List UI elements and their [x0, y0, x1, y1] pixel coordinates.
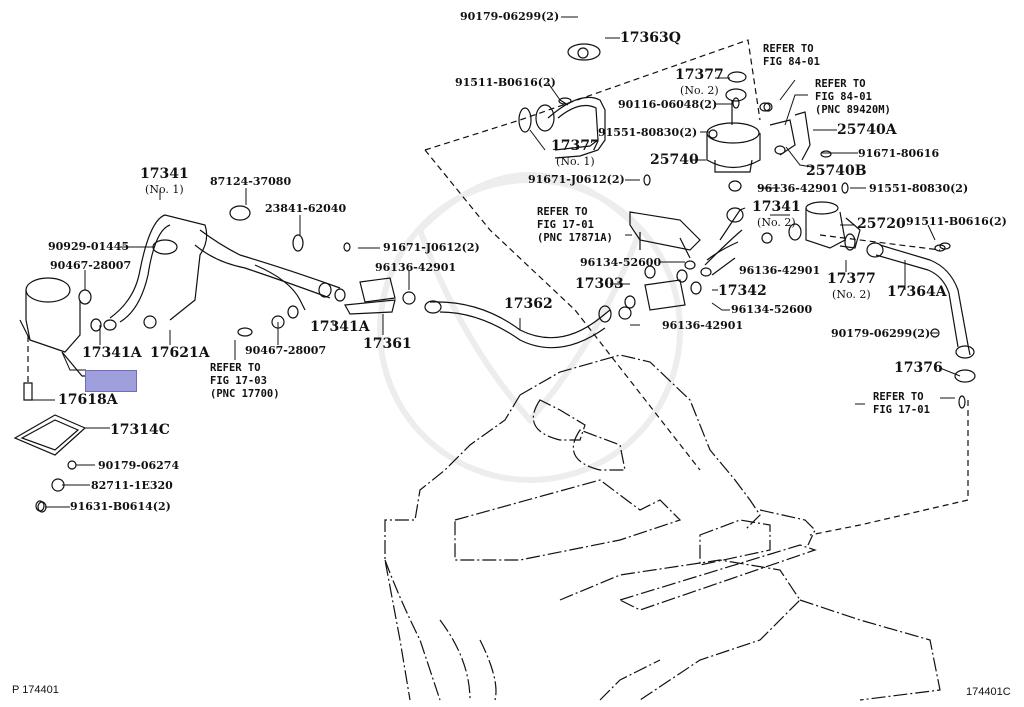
fitting-17303: [618, 265, 702, 320]
reference-line: REFER TO: [873, 391, 924, 403]
callout-82711-1e320[interactable]: 82711-1E320: [91, 479, 173, 492]
callout-17303[interactable]: 17303: [575, 276, 624, 292]
callout-90929-01445[interactable]: 90929-01445: [48, 240, 130, 253]
pipe-17363q: [518, 43, 606, 159]
callout-91631-b0614[interactable]: 91631-B0614(2): [70, 500, 171, 513]
callout-96134-52600-b[interactable]: 96134-52600: [731, 303, 813, 316]
reference-line: REFER TO: [537, 206, 588, 218]
part-qualifier: (No. 2): [680, 84, 719, 97]
callout-90467-28007-a[interactable]: 90467-28007: [50, 259, 132, 272]
callout-17341-no1[interactable]: 17341(No. 1): [140, 167, 189, 197]
callout-17621a[interactable]: 17621A: [150, 345, 210, 361]
callout-90179-06299[interactable]: 90179-06299(2): [460, 10, 560, 23]
reference-fig-84-01-a[interactable]: REFER TO FIG 84-01: [763, 43, 820, 69]
callout-17314c[interactable]: 17314C: [110, 422, 170, 438]
callout-17376[interactable]: 17376: [894, 360, 943, 376]
pipe-17364a: [866, 242, 976, 383]
callout-90179-06274[interactable]: 90179-06274: [98, 459, 180, 472]
callout-91671-j0612-b[interactable]: 91671-J0612(2): [383, 241, 480, 254]
callout-23841-62040[interactable]: 23841-62040: [265, 202, 347, 215]
callout-91511-b0616[interactable]: 91511-B0616(2): [455, 76, 556, 89]
callout-91551-80830-a[interactable]: 91551-80830(2): [598, 126, 698, 139]
reference-line: REFER TO: [815, 78, 866, 90]
part-qualifier: (No. 2): [757, 216, 796, 229]
callout-25740[interactable]: 25740: [650, 152, 699, 168]
page-reference: P 174401: [12, 684, 59, 696]
reference-line: REFER TO: [763, 43, 814, 55]
reference-line: FIG 84-01: [815, 91, 872, 103]
callout-17377-no2-top[interactable]: 17377(No. 2): [675, 68, 724, 98]
callout-91671-j0612-a[interactable]: 91671-J0612(2): [528, 173, 625, 186]
reference-fig-84-01-b[interactable]: REFER TO FIG 84-01 (PNC 89420M): [815, 78, 891, 117]
callout-25740b[interactable]: 25740B: [806, 163, 867, 179]
fitting-17361: [343, 242, 416, 315]
part-number: 17377: [827, 271, 876, 287]
reference-line: FIG 17-01: [537, 219, 594, 231]
hose-17362: [424, 300, 612, 349]
air-pump-left: [19, 277, 87, 401]
callout-90116-06048[interactable]: 90116-06048(2): [618, 98, 718, 111]
callout-25720[interactable]: 25720: [857, 216, 906, 232]
callout-96136-42901-b[interactable]: 96136-42901: [739, 264, 821, 277]
reference-line: FIG 17-03: [210, 375, 267, 387]
callout-90179-06299-b[interactable]: 90179-06299(2): [831, 327, 931, 340]
reference-line: (PNC 17700): [210, 388, 280, 400]
leader-lines: [30, 16, 961, 508]
callout-17341-no2[interactable]: 17341(No. 2): [752, 200, 801, 230]
callout-17362[interactable]: 17362: [504, 296, 553, 312]
valve-25720: [788, 201, 861, 251]
part-number: 17341: [140, 166, 189, 182]
fasteners: [35, 97, 966, 512]
callout-25740a[interactable]: 25740A: [837, 122, 897, 138]
callout-96136-42901-d[interactable]: 96136-42901: [375, 261, 457, 274]
part-qualifier: (No. 1): [556, 155, 595, 168]
callout-17342[interactable]: 17342: [718, 283, 767, 299]
part-number: 17341: [752, 199, 801, 215]
callout-17363q[interactable]: 17363Q: [620, 30, 681, 46]
engine-block-illustration: [384, 354, 941, 701]
reference-line: (PNC 17871A): [537, 232, 613, 244]
callout-17361[interactable]: 17361: [363, 336, 412, 352]
bracket-reference: [629, 174, 701, 259]
callout-91551-80830-b[interactable]: 91551-80830(2): [869, 182, 969, 195]
part-qualifier: (No. 2): [832, 288, 871, 301]
callout-17341a-mid[interactable]: 17341A: [310, 319, 370, 335]
air-pump-25740: [706, 71, 811, 173]
callout-91511-b0616-b[interactable]: 91511-B0616(2): [906, 215, 1007, 228]
callout-96134-52600-a[interactable]: 96134-52600: [580, 256, 662, 269]
reference-line: FIG 17-01: [873, 404, 930, 416]
callout-96136-42901-a[interactable]: 96136-42901: [757, 182, 839, 195]
callout-17364a[interactable]: 17364A: [887, 284, 947, 300]
figure-code: 174401C: [966, 686, 1011, 698]
hose-17342: [704, 207, 746, 276]
reference-line: (PNC 89420M): [815, 104, 891, 116]
part-qualifier: (No. 1): [145, 183, 184, 196]
reference-fig-17-01-a[interactable]: REFER TO FIG 17-01 (PNC 17871A): [537, 206, 613, 245]
part-number: 17377: [675, 67, 724, 83]
callout-17377-no2-right[interactable]: 17377(No. 2): [827, 272, 876, 302]
watermark-emblem: [377, 172, 683, 483]
callout-17377-no1[interactable]: 17377(No. 1): [551, 139, 600, 169]
selected-part-highlight[interactable]: [85, 370, 137, 392]
callout-91671-80616[interactable]: 91671-80616: [858, 147, 940, 160]
part-number: 17377: [551, 138, 600, 154]
callout-87124-37080[interactable]: 87124-37080: [210, 175, 292, 188]
gasket-17314c: [13, 414, 87, 513]
hose-17341-no1: [78, 205, 346, 337]
callout-90467-28007-b[interactable]: 90467-28007: [245, 344, 327, 357]
callout-17618a[interactable]: 17618A: [58, 392, 118, 408]
reference-fig-17-03[interactable]: REFER TO FIG 17-03 (PNC 17700): [210, 362, 280, 401]
callout-96136-42901-c[interactable]: 96136-42901: [662, 319, 744, 332]
reference-fig-17-01-b[interactable]: REFER TO FIG 17-01: [873, 391, 930, 417]
callout-17341a-left[interactable]: 17341A: [82, 345, 142, 361]
alignment-lines: [27, 39, 969, 536]
reference-line: FIG 84-01: [763, 56, 820, 68]
reference-line: REFER TO: [210, 362, 261, 374]
